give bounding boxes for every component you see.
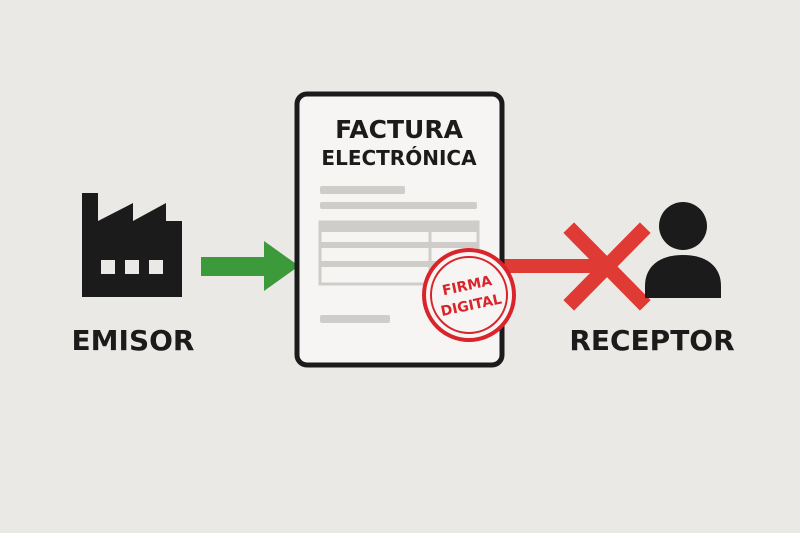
send-arrow xyxy=(201,241,299,291)
document-title-line1: FACTURA xyxy=(335,115,464,144)
factory-icon xyxy=(82,193,182,297)
sender-label: EMISOR xyxy=(72,324,195,357)
placeholder-line xyxy=(320,315,390,323)
document-title-line2: ELECTRÓNICA xyxy=(321,146,477,170)
placeholder-line xyxy=(320,202,477,209)
placeholder-line xyxy=(320,186,405,194)
person-icon xyxy=(645,202,721,298)
receiver-label: RECEPTOR xyxy=(569,324,734,357)
digital-signature-stamp: FIRMA DIGITAL xyxy=(422,248,516,342)
reject-x-icon xyxy=(563,222,651,311)
